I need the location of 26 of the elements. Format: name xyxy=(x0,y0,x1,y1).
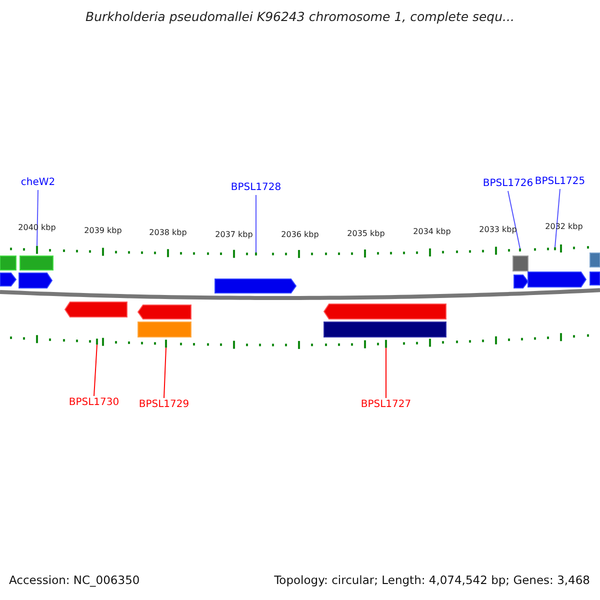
gene-label: BPSL1726 xyxy=(482,179,534,189)
tick-mark xyxy=(165,340,167,348)
scale-label: 2039 kbp xyxy=(84,227,122,235)
gene-label: BPSL1729 xyxy=(138,400,190,410)
leader-line xyxy=(554,188,560,248)
leader-line xyxy=(94,344,98,396)
tick-mark xyxy=(96,338,98,345)
scale-label: 2038 kbp xyxy=(149,229,187,237)
scale-label: 2035 kbp xyxy=(347,230,385,238)
leader-line xyxy=(164,347,166,398)
footer-text: Accession: NC_006350 xyxy=(9,575,140,586)
scale-label: 2034 kbp xyxy=(413,228,451,236)
scale-label: 2036 kbp xyxy=(281,231,319,239)
gene-label: BPSL1727 xyxy=(360,400,412,410)
tick-mark xyxy=(255,252,257,256)
title: Burkholderia pseudomallei K96243 chromosome 1, complete sequ... xyxy=(84,11,516,24)
gene-label: BPSL1725 xyxy=(534,177,586,187)
tick-mark xyxy=(519,248,521,252)
footer-text: Topology: circular; Length: 4,074,542 bp; Genes: 3,468 xyxy=(274,575,590,586)
gene-label: BPSL1730 xyxy=(68,398,120,408)
gene-label: cheW2 xyxy=(20,178,56,188)
gene-label: BPSL1728 xyxy=(230,183,282,193)
leader-line xyxy=(36,190,38,246)
tick-mark xyxy=(554,247,556,250)
tick-mark xyxy=(385,340,387,348)
tick-mark xyxy=(36,246,38,254)
